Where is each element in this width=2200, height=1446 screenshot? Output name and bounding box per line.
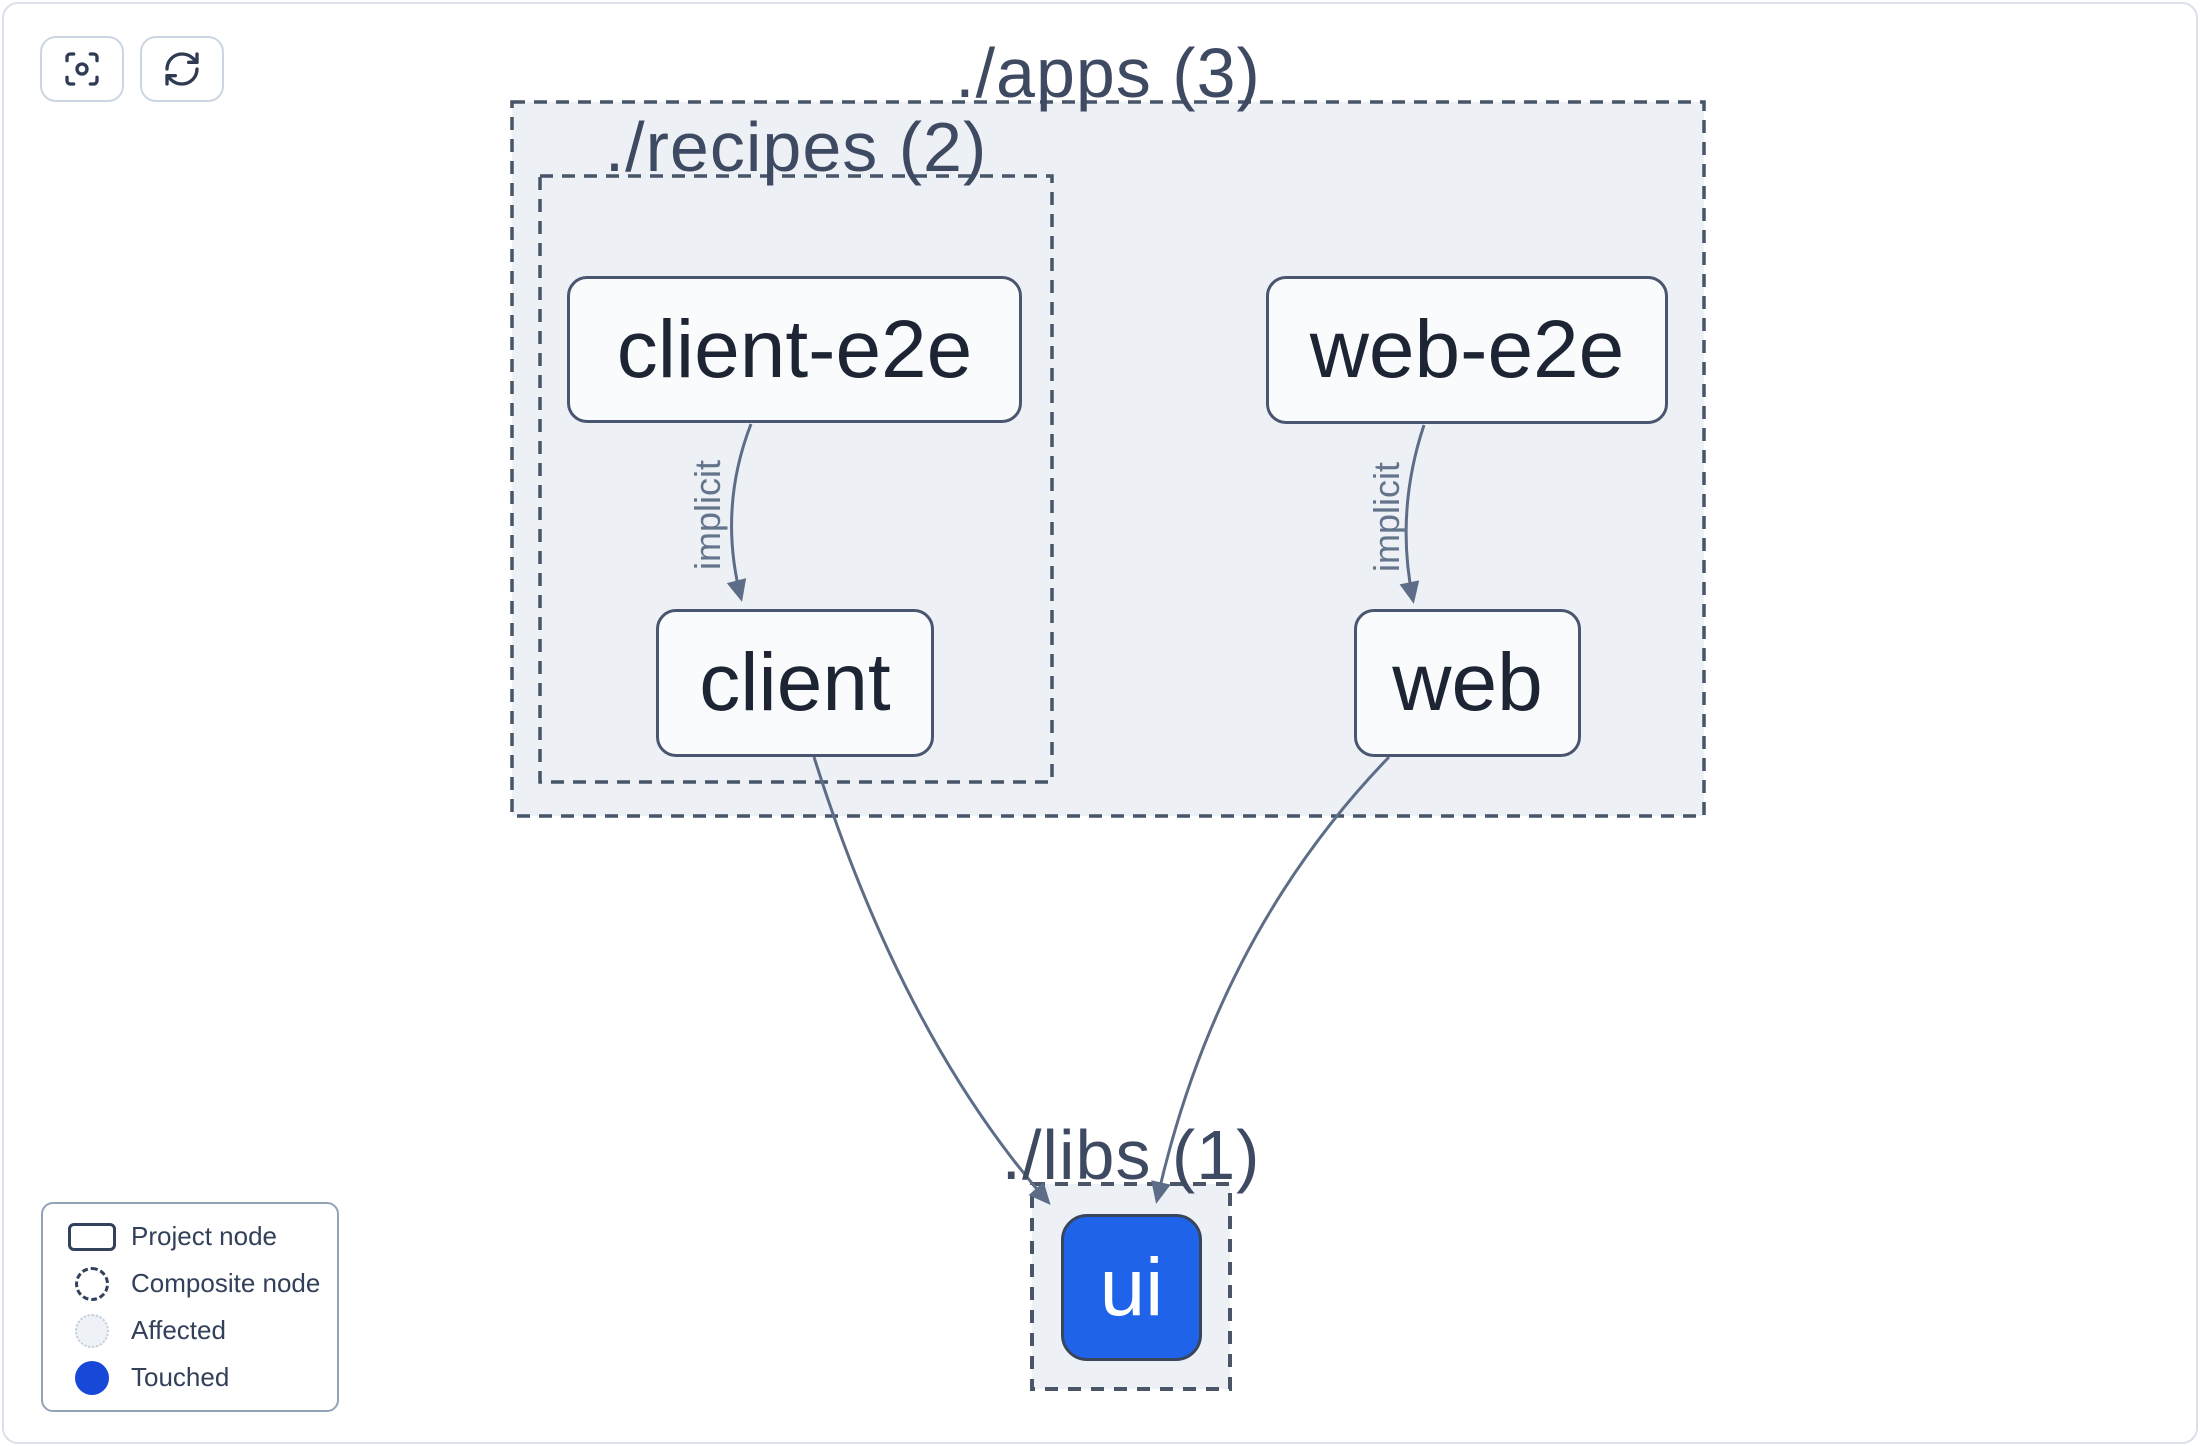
legend: Project node Composite node Affected Tou… [41, 1202, 339, 1412]
edge-client-e2e-to-client [726, 423, 753, 602]
edge-client-to-ui [812, 756, 1051, 1206]
group-apps-label[interactable]: ./apps (3) [955, 34, 1261, 112]
node-ui[interactable]: ui [1061, 1214, 1202, 1361]
node-client[interactable]: client [656, 609, 934, 757]
legend-label: Touched [131, 1362, 230, 1392]
refresh-icon [162, 49, 202, 89]
toolbar [40, 36, 224, 102]
touched-swatch-icon [75, 1360, 109, 1395]
node-client-e2e[interactable]: client-e2e [567, 276, 1022, 423]
composite-node-swatch-icon [75, 1266, 109, 1301]
edge-web-to-ui [1151, 755, 1391, 1204]
zoom-to-fit-button[interactable] [40, 36, 124, 102]
legend-item-project-node: Project node [53, 1213, 327, 1260]
legend-label: Affected [131, 1315, 226, 1345]
edge-label-implicit-client: implicit [687, 460, 728, 570]
affected-swatch-icon [75, 1313, 109, 1348]
node-web[interactable]: web [1354, 609, 1581, 757]
refresh-button[interactable] [140, 36, 224, 102]
edge-label-implicit-web: implicit [1366, 462, 1407, 572]
legend-item-composite-node: Composite node [53, 1260, 327, 1307]
group-recipes[interactable] [538, 174, 1054, 784]
node-web-e2e[interactable]: web-e2e [1266, 276, 1668, 424]
legend-item-touched: Touched [53, 1354, 327, 1401]
legend-label: Project node [131, 1221, 277, 1251]
group-libs-label[interactable]: ./libs (1) [1001, 1116, 1261, 1194]
legend-item-affected: Affected [53, 1307, 327, 1354]
focus-icon [62, 49, 102, 89]
legend-label: Composite node [131, 1268, 321, 1298]
edge-web-e2e-to-web [1399, 424, 1426, 604]
project-node-swatch-icon [68, 1222, 116, 1251]
group-recipes-label[interactable]: ./recipes (2) [604, 108, 988, 186]
